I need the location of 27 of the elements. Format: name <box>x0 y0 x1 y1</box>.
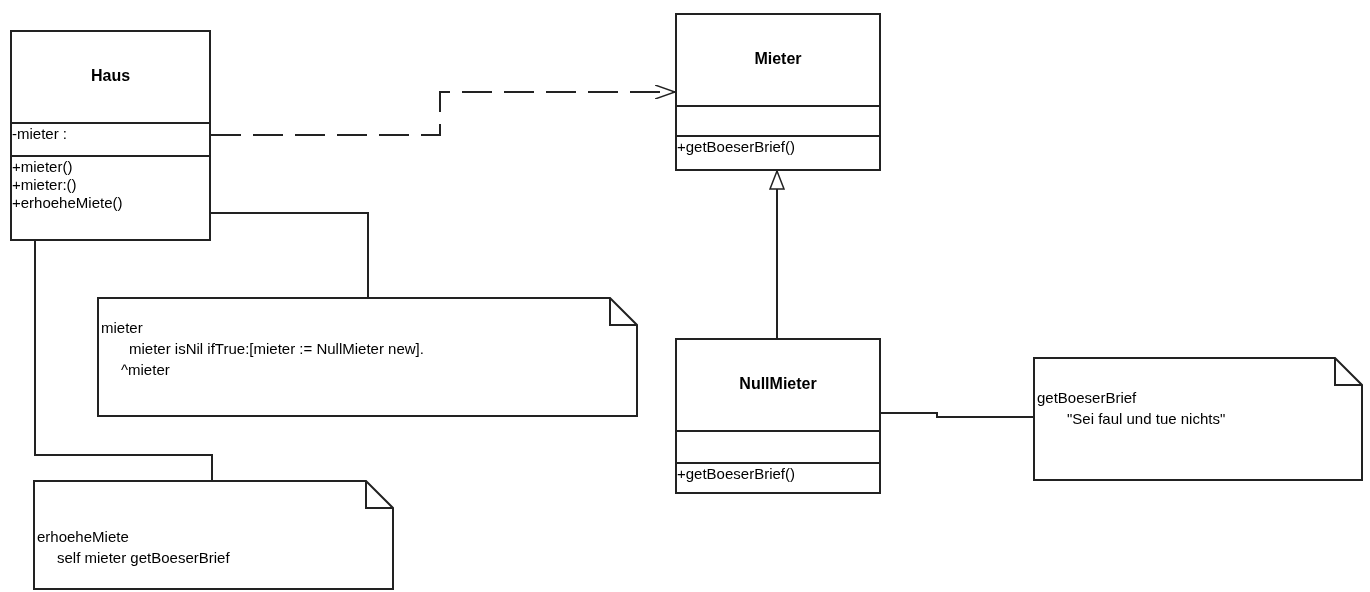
note-connector <box>880 412 1034 418</box>
class-name: Haus <box>90 66 131 86</box>
note-text: ^mieter <box>121 360 170 380</box>
class-box <box>675 13 881 171</box>
generalization-arrow <box>769 170 785 339</box>
note-text: mieter isNil ifTrue:[mieter := NullMieter new]. <box>129 339 424 359</box>
attribute-text: -mieter : <box>12 125 67 143</box>
method-text: +erhoeheMiete() <box>12 194 123 212</box>
note-text: mieter <box>101 318 143 338</box>
note <box>33 480 394 590</box>
method-text: +mieter:() <box>12 176 77 194</box>
class-name: NullMieter <box>739 374 817 394</box>
note-text: getBoeserBrief <box>1037 388 1137 408</box>
note-text: erhoeheMiete <box>37 527 129 547</box>
method-text: +mieter() <box>12 158 73 176</box>
note-text: self mieter getBoeserBrief <box>57 548 230 568</box>
class-box <box>675 338 881 494</box>
note-text: "Sei faul und tue nichts" <box>1067 409 1226 429</box>
note <box>1033 357 1363 481</box>
note <box>97 297 638 417</box>
note-connector <box>210 212 369 298</box>
class-box <box>10 30 211 241</box>
note-connector <box>34 240 213 481</box>
class-name: Mieter <box>754 49 802 69</box>
dependency-arrow <box>210 84 676 136</box>
method-text: +getBoeserBrief() <box>677 465 795 483</box>
method-text: +getBoeserBrief() <box>677 138 795 156</box>
